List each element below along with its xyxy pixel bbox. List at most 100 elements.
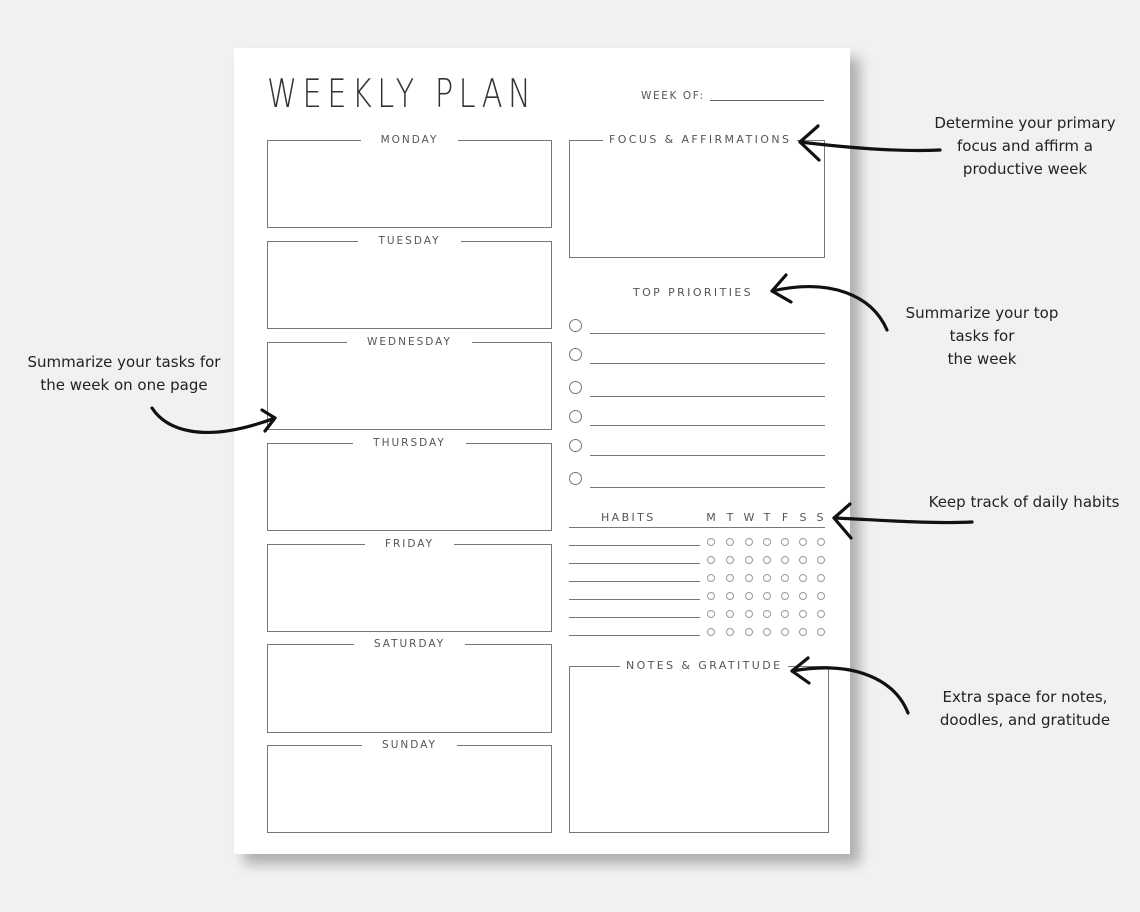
habit-day-letter: M	[706, 511, 716, 524]
habit-checkbox[interactable]	[799, 538, 807, 546]
habit-checkbox[interactable]	[799, 628, 807, 636]
habit-checkbox[interactable]	[726, 610, 734, 618]
day-box-saturday[interactable]: SATURDAY	[267, 638, 552, 733]
priority-checkbox[interactable]	[569, 410, 582, 423]
habit-checkbox[interactable]	[745, 538, 753, 546]
day-label-saturday: SATURDAY	[353, 638, 466, 650]
focus-label: FOCUS & AFFIRMATIONS	[603, 133, 798, 146]
day-label-tuesday: TUESDAY	[358, 235, 461, 247]
day-label-thursday: THURSDAY	[353, 437, 466, 449]
day-box-monday[interactable]: MONDAY	[267, 134, 552, 228]
priorities-label: TOP PRIORITIES	[633, 286, 754, 299]
habit-checkbox[interactable]	[781, 628, 789, 636]
habit-checkbox[interactable]	[763, 592, 771, 600]
habit-checkbox[interactable]	[799, 556, 807, 564]
habit-checkbox[interactable]	[745, 628, 753, 636]
habit-checkbox[interactable]	[707, 538, 715, 546]
habit-checkbox[interactable]	[799, 574, 807, 582]
day-label-friday: FRIDAY	[364, 538, 455, 550]
annotation-habits: Keep track of daily habits	[928, 493, 1120, 511]
habit-checkbox[interactable]	[707, 610, 715, 618]
priority-line[interactable]	[590, 487, 825, 488]
notes-label: NOTES & GRATITUDE	[620, 659, 789, 672]
habit-checkbox[interactable]	[763, 538, 771, 546]
day-label-sunday: SUNDAY	[362, 739, 457, 751]
habit-checkbox[interactable]	[726, 538, 734, 546]
day-box-wednesday[interactable]: WEDNESDAY	[267, 336, 552, 430]
habit-checkbox[interactable]	[799, 592, 807, 600]
priority-line[interactable]	[590, 396, 825, 397]
arrow-icon-focus	[798, 124, 942, 162]
habit-checkbox[interactable]	[781, 538, 789, 546]
habit-checkbox[interactable]	[763, 574, 771, 582]
priority-line[interactable]	[590, 425, 825, 426]
habit-checkbox[interactable]	[781, 574, 789, 582]
arrow-icon-notes	[790, 656, 910, 715]
habit-checkbox[interactable]	[799, 610, 807, 618]
habit-checkbox[interactable]	[817, 610, 825, 618]
day-box-friday[interactable]: FRIDAY	[267, 538, 552, 632]
habit-checkbox[interactable]	[707, 556, 715, 564]
habit-checkbox[interactable]	[707, 574, 715, 582]
habit-day-letter: W	[743, 511, 755, 524]
habit-line[interactable]	[569, 545, 700, 546]
day-box-sunday[interactable]: SUNDAY	[267, 739, 552, 833]
habit-checkbox[interactable]	[817, 628, 825, 636]
habit-checkbox[interactable]	[726, 592, 734, 600]
habit-checkbox[interactable]	[745, 610, 753, 618]
page-title: WEEKLY PLAN	[267, 72, 537, 117]
habit-checkbox[interactable]	[817, 538, 825, 546]
habit-day-letter: T	[726, 511, 734, 524]
habits-label: HABITS	[601, 511, 656, 524]
habit-line[interactable]	[569, 581, 700, 582]
habit-day-letter: S	[799, 511, 807, 524]
priority-checkbox[interactable]	[569, 439, 582, 452]
habit-line[interactable]	[569, 617, 700, 618]
habit-checkbox[interactable]	[707, 592, 715, 600]
habit-line[interactable]	[569, 563, 700, 564]
day-box-thursday[interactable]: THURSDAY	[267, 437, 552, 531]
habit-checkbox[interactable]	[726, 628, 734, 636]
habit-checkbox[interactable]	[726, 556, 734, 564]
arrow-icon-priorities	[770, 273, 889, 332]
habit-checkbox[interactable]	[817, 592, 825, 600]
priority-checkbox[interactable]	[569, 319, 582, 332]
habit-checkbox[interactable]	[707, 628, 715, 636]
habit-checkbox[interactable]	[745, 592, 753, 600]
priority-checkbox[interactable]	[569, 381, 582, 394]
arrow-icon-habits	[832, 502, 974, 540]
week-of-line[interactable]	[710, 100, 824, 101]
habits-header-line	[569, 527, 825, 528]
priority-checkbox[interactable]	[569, 472, 582, 485]
habit-checkbox[interactable]	[781, 556, 789, 564]
day-label-wednesday: WEDNESDAY	[347, 336, 472, 348]
habit-checkbox[interactable]	[726, 574, 734, 582]
arrow-icon-days	[150, 406, 277, 434]
annotation-notes: Extra space for notes, doodles, and grat…	[939, 688, 1111, 729]
priority-line[interactable]	[590, 363, 825, 364]
day-box-tuesday[interactable]: TUESDAY	[267, 235, 552, 329]
priority-line[interactable]	[590, 333, 825, 334]
annotation-focus: Determine your primary focus and affirm …	[934, 114, 1116, 178]
habit-checkbox[interactable]	[763, 628, 771, 636]
habit-checkbox[interactable]	[817, 556, 825, 564]
priority-checkbox[interactable]	[569, 348, 582, 361]
habit-checkbox[interactable]	[781, 610, 789, 618]
day-label-monday: MONDAY	[360, 134, 459, 146]
habit-line[interactable]	[569, 635, 700, 636]
habit-checkbox[interactable]	[817, 574, 825, 582]
habit-checkbox[interactable]	[781, 592, 789, 600]
habit-checkbox[interactable]	[763, 610, 771, 618]
annotation-days: Summarize your tasks for the week on one…	[27, 353, 221, 394]
habit-checkbox[interactable]	[745, 574, 753, 582]
week-of-label: WEEK OF:	[641, 90, 705, 102]
annotation-priorities: Summarize your top tasks for the week	[905, 304, 1059, 368]
habit-day-letter: S	[816, 511, 824, 524]
habit-checkbox[interactable]	[745, 556, 753, 564]
habit-day-letter: T	[763, 511, 771, 524]
habit-checkbox[interactable]	[763, 556, 771, 564]
habit-line[interactable]	[569, 599, 700, 600]
habit-day-letter: F	[781, 511, 789, 524]
priority-line[interactable]	[590, 455, 825, 456]
